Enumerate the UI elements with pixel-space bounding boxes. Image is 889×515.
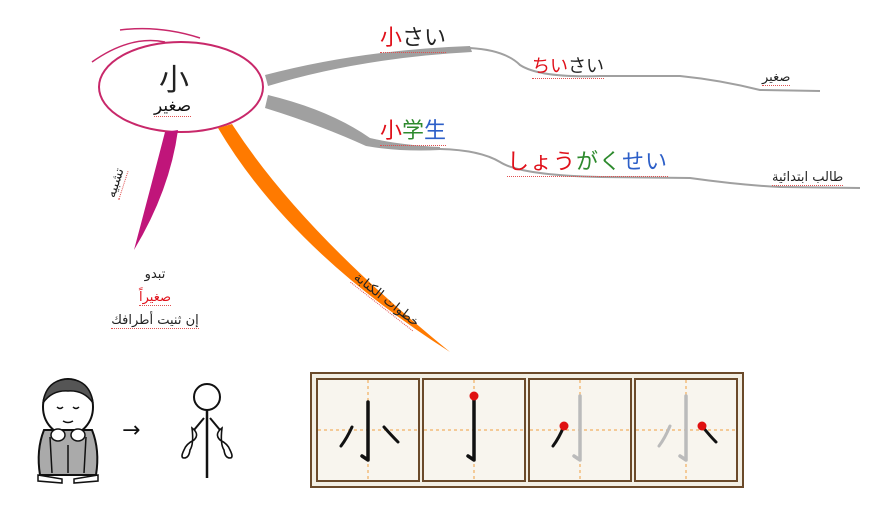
stroke-cell-1-drawing <box>318 380 418 480</box>
reading-shougakusei: しょうがくせい <box>507 144 669 177</box>
reading-part-shou: しょう <box>507 150 577 175</box>
word-chiisai-kana: さい <box>402 26 447 51</box>
word-shougakusei: 小学生 <box>380 113 447 146</box>
branch-top-line <box>469 47 821 92</box>
meaning-small: صغير <box>762 70 791 86</box>
word-shougakusei-k3: 生 <box>424 119 447 144</box>
branch-mid-line <box>439 148 861 189</box>
reading-part-ga: が <box>576 150 600 175</box>
start-dot-icon <box>559 421 569 431</box>
hint-line-2: صغيراً <box>85 286 225 309</box>
reading-part-sei: せい <box>622 150 669 175</box>
arrow-icon: → <box>122 418 141 443</box>
crouching-child-icon <box>37 378 99 484</box>
stroke-cell-3-drawing <box>530 380 630 480</box>
center-ellipse <box>98 41 264 133</box>
stroke-cell-4-drawing <box>636 380 736 480</box>
reading-part-ku: く <box>599 150 623 175</box>
ellipse-flourish <box>91 27 201 63</box>
branch-top-thick <box>265 46 472 86</box>
meaning-student: طالب ابتدائية <box>772 170 844 186</box>
stroke-cell-3 <box>528 378 632 482</box>
hint-line-3: إن ثنيت أطرافك <box>85 309 225 332</box>
branch-mid-thick <box>265 95 440 151</box>
stroke-cell-4 <box>634 378 738 482</box>
word-chiisai: 小さい <box>380 20 447 53</box>
branch-orange <box>218 124 450 352</box>
word-shougakusei-k1: 小 <box>380 119 403 144</box>
stroke-cell-1 <box>316 378 420 482</box>
reading-chiisai-red: ちい <box>532 56 568 77</box>
branch-pink <box>134 130 178 250</box>
word-chiisai-kanji: 小 <box>380 26 403 51</box>
center-kanji: 小 <box>159 63 189 98</box>
hint-line-1: تبدو <box>144 267 166 282</box>
stroke-order-panel <box>310 372 744 488</box>
stroke-cell-2 <box>422 378 526 482</box>
hint-line-3-text: إن ثنيت أطرافك <box>111 313 199 329</box>
start-dot-icon <box>697 421 707 431</box>
hint-line-2-text: صغيراً <box>138 290 172 306</box>
start-dot-icon <box>469 391 479 401</box>
word-shougakusei-k2: 学 <box>402 119 425 144</box>
stick-figure-icon <box>181 383 233 478</box>
reading-chiisai-rest: さい <box>568 56 604 77</box>
stroke-cell-2-drawing <box>424 380 524 480</box>
center-meaning: صغير <box>154 96 192 117</box>
reading-chiisai: ちいさい <box>532 52 604 79</box>
